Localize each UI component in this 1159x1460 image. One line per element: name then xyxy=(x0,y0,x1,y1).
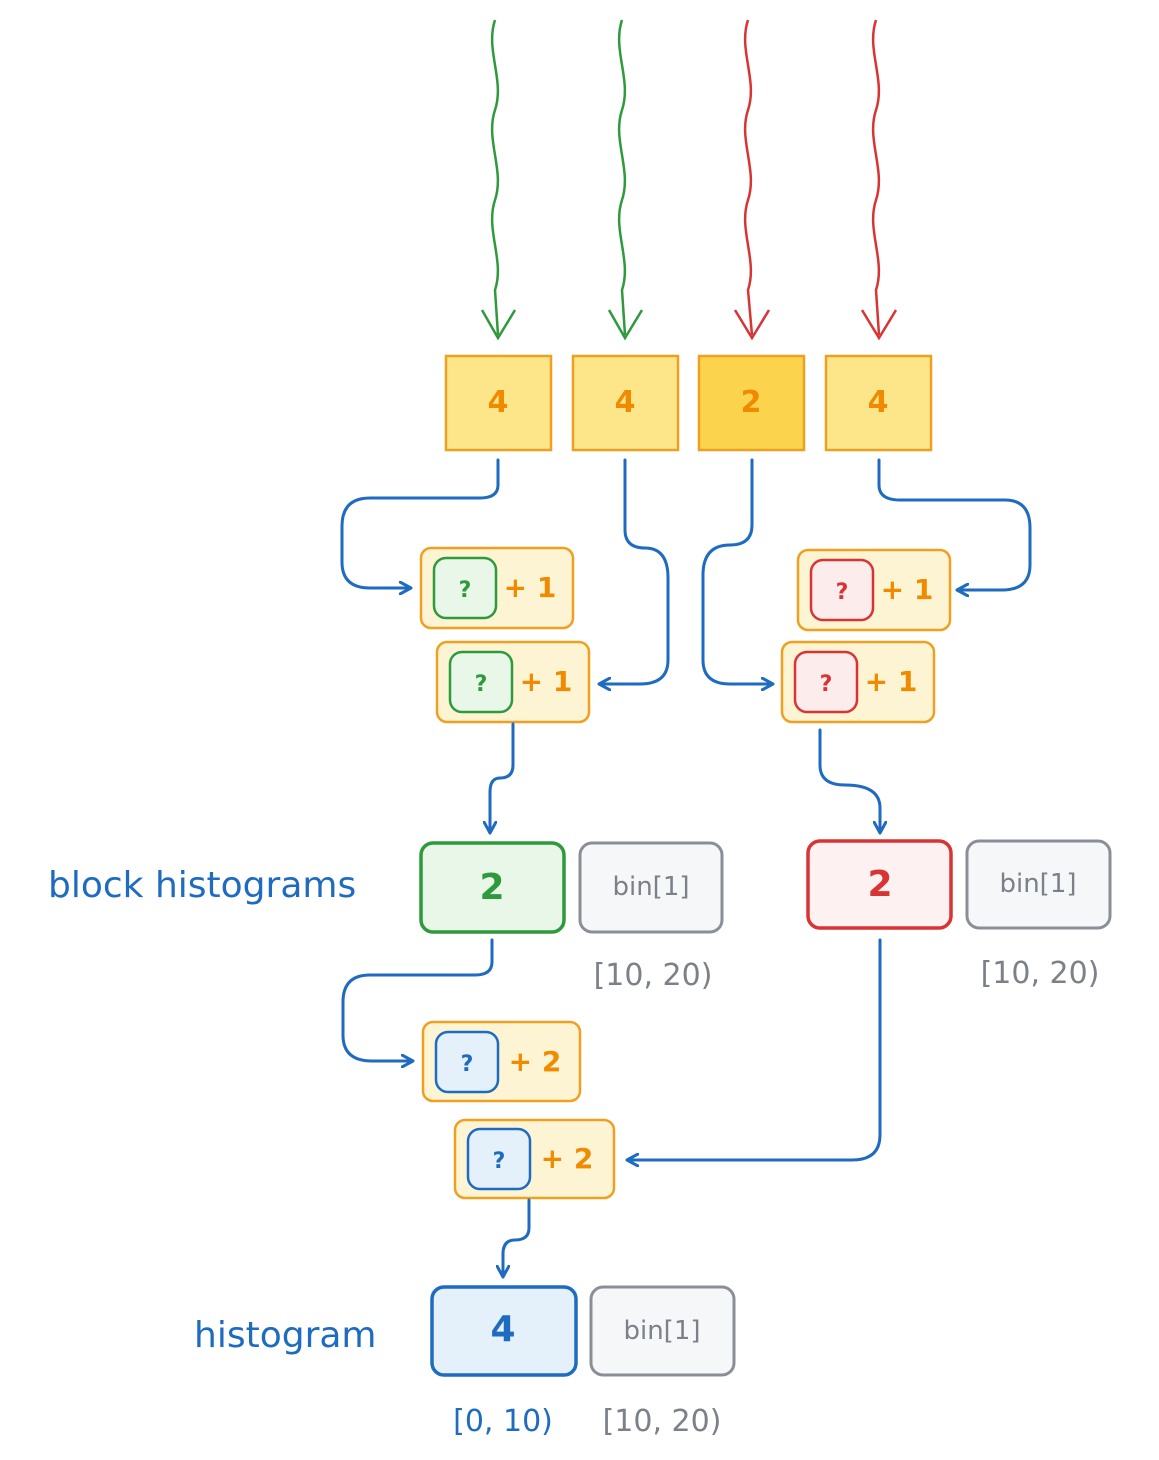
question-mark: ? xyxy=(459,578,472,603)
question-mark: ? xyxy=(461,1052,474,1077)
input-cell-4 xyxy=(824,354,933,452)
red-count-box xyxy=(806,839,953,930)
question-mark: ? xyxy=(836,580,849,605)
final-bin-range: [10, 20) xyxy=(603,1404,722,1439)
histogram-label: histogram xyxy=(194,1315,377,1356)
plus-one-label: + 1 xyxy=(865,665,918,698)
green-count-value: 2 xyxy=(479,867,504,908)
arrowhead-green-2 xyxy=(607,309,644,341)
input-cells: 4 4 2 4 xyxy=(444,354,933,452)
input-cell-2 xyxy=(571,354,680,452)
question-box xyxy=(434,1030,500,1094)
connector-op-to-histogram xyxy=(503,1198,531,1276)
block-connectors xyxy=(341,938,882,1160)
input-cell-3 xyxy=(697,354,806,452)
final-count-box xyxy=(430,1285,578,1377)
input-cell-1-value: 4 xyxy=(488,385,509,420)
red-count-value: 2 xyxy=(867,864,892,905)
op-green-1: ? + 1 xyxy=(419,546,575,630)
green-bin-box xyxy=(578,841,724,934)
green-bin-range: [10, 20) xyxy=(594,958,713,993)
plus-two-label: + 2 xyxy=(541,1142,594,1175)
arrowhead-red-2 xyxy=(860,309,898,341)
plus-two-label: + 2 xyxy=(509,1045,562,1078)
question-box xyxy=(432,556,498,620)
question-box xyxy=(793,650,859,714)
input-cell-1 xyxy=(444,354,553,452)
question-box xyxy=(448,650,514,714)
plus-one-label: + 1 xyxy=(520,665,573,698)
connector-green-op-to-block xyxy=(490,722,515,832)
connector-cell-2 xyxy=(600,458,670,684)
question-mark: ? xyxy=(475,672,488,697)
input-arrows xyxy=(480,19,898,341)
arrowhead-red-1 xyxy=(733,309,771,341)
final-bin-label: bin[1] xyxy=(623,1316,700,1346)
op-red-1: ? + 1 xyxy=(796,548,952,632)
input-cell-3-value: 2 xyxy=(741,385,762,420)
plus-one-label: + 1 xyxy=(881,573,934,606)
block-histogram-green: 2 bin[1] [10, 20) xyxy=(419,841,724,993)
red-bin-range: [10, 20) xyxy=(981,956,1100,991)
final-count-value: 4 xyxy=(490,1309,515,1350)
connector-cell-3 xyxy=(701,458,772,684)
connector-red-block-to-op xyxy=(628,938,882,1160)
question-box xyxy=(809,558,875,622)
cell-connectors xyxy=(340,458,1032,684)
block-histogram-red: 2 bin[1] [10, 20) xyxy=(806,839,1112,991)
connector-cell-4 xyxy=(877,458,1032,590)
red-bin-box xyxy=(965,839,1112,930)
input-cell-4-value: 4 xyxy=(868,385,889,420)
op-blue-2: ? + 2 xyxy=(453,1118,616,1200)
wavy-arrow-green-1 xyxy=(490,19,500,336)
connector-red-op-to-block xyxy=(818,728,880,832)
red-bin-label: bin[1] xyxy=(999,869,1076,899)
wavy-arrow-red-1 xyxy=(743,19,754,336)
green-count-box xyxy=(419,841,566,934)
wavy-arrow-green-2 xyxy=(617,19,627,336)
final-histogram: 4 [0, 10) bin[1] [10, 20) xyxy=(430,1285,736,1439)
op-blue-1: ? + 2 xyxy=(421,1020,582,1103)
op-green-2: ? + 1 xyxy=(435,640,591,724)
connector-green-block-to-op xyxy=(341,938,494,1061)
question-mark: ? xyxy=(493,1149,506,1174)
final-bin-box xyxy=(589,1285,736,1377)
green-bin-label: bin[1] xyxy=(612,872,689,902)
arrowhead-green-1 xyxy=(480,309,517,341)
wavy-arrow-red-2 xyxy=(871,19,881,336)
input-cell-2-value: 4 xyxy=(615,385,636,420)
question-box xyxy=(466,1127,532,1191)
question-mark: ? xyxy=(820,672,833,697)
op-red-2: ? + 1 xyxy=(780,640,936,724)
plus-one-label: + 1 xyxy=(504,571,557,604)
block-histograms-label: block histograms xyxy=(48,865,356,906)
op-connectors xyxy=(490,722,880,832)
final-count-range: [0, 10) xyxy=(453,1404,553,1439)
connector-cell-1 xyxy=(340,458,500,588)
